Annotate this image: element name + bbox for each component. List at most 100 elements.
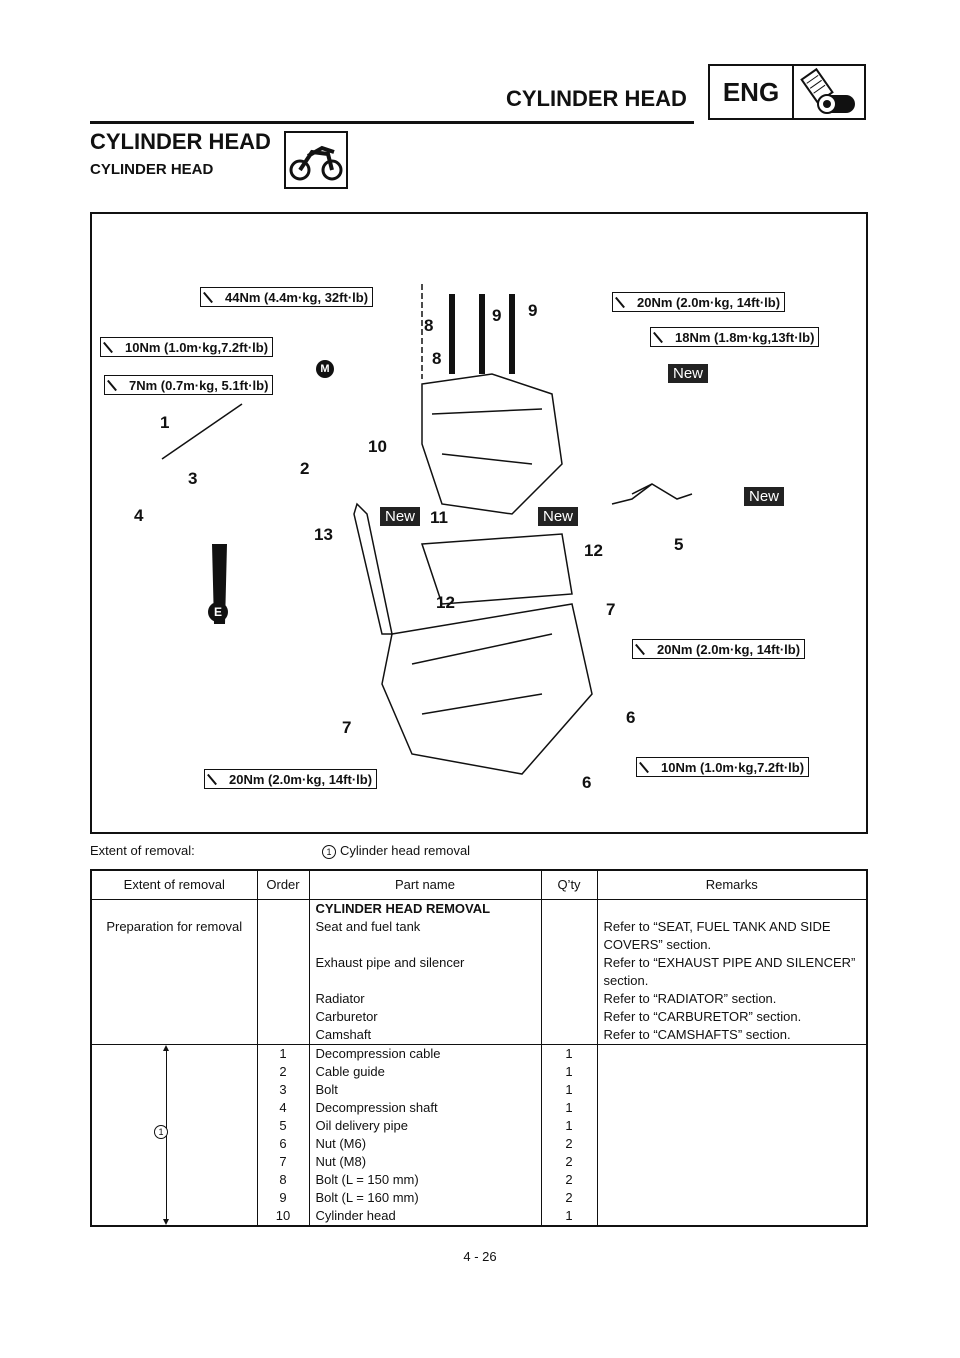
part-cell: Nut (M6): [308, 1135, 542, 1153]
callout: 7: [342, 718, 352, 737]
callout: 10: [368, 437, 387, 456]
section-label: ENG: [710, 66, 794, 118]
qty-cell: 1: [540, 1099, 598, 1117]
page-number: 4 - 26: [463, 1249, 497, 1264]
order-cell: 3: [256, 1081, 310, 1099]
order-cell: 5: [256, 1117, 310, 1135]
header-title: CYLINDER HEAD: [506, 86, 687, 111]
motorcycle-icon: [284, 131, 348, 189]
table-row: CYLINDER HEAD REMOVAL: [90, 899, 868, 918]
exploded-diagram: 44Nm (4.4m·kg, 32ft·lb) 10Nm (1.0m·kg,7.…: [90, 212, 868, 834]
order-cell: 2: [256, 1063, 310, 1081]
circled-marker: 1: [322, 844, 336, 859]
table-header: Extent of removal Order Part name Q’ty R…: [90, 870, 868, 900]
qty-cell: 2: [540, 1135, 598, 1153]
table-row: Carburetor Refer to “CARBURETOR” section.: [90, 1008, 868, 1026]
part-cell: Seat and fuel tank: [308, 918, 542, 954]
qty-cell: 1: [540, 1081, 598, 1099]
new-part-badge: New: [744, 487, 785, 506]
callout: 2: [300, 459, 310, 478]
removal-table: Extent of removal Order Part name Q’ty R…: [90, 869, 868, 1227]
qty-cell: 2: [540, 1153, 598, 1171]
part-cell: Decompression cable: [308, 1044, 542, 1063]
part-cell: Radiator: [308, 990, 542, 1008]
callout: 6: [582, 773, 592, 792]
section-heading: CYLINDER HEAD REMOVAL: [308, 899, 542, 918]
part-cell: Bolt (L = 160 mm): [308, 1189, 542, 1207]
page-subtitle: CYLINDER HEAD: [90, 161, 214, 178]
order-cell: 10: [256, 1207, 310, 1226]
torque-spec: 44Nm (4.4m·kg, 32ft·lb): [200, 287, 374, 307]
remarks-cell: Refer to “SEAT, FUEL TANK AND SIDE COVER…: [596, 918, 868, 954]
col-qty: Q’ty: [540, 870, 598, 900]
callout: 12: [436, 593, 455, 612]
callout: 9: [528, 301, 538, 320]
new-part-badge: New: [668, 364, 709, 383]
part-cell: Cable guide: [308, 1063, 542, 1081]
part-cell: Decompression shaft: [308, 1099, 542, 1117]
torque-spec: 10Nm (1.0m·kg,7.2ft·lb): [100, 337, 274, 357]
new-part-badge: New: [538, 507, 579, 526]
engine-icon: [794, 66, 864, 118]
new-part-badge: New: [380, 507, 421, 526]
circled-marker: 1: [154, 1125, 168, 1139]
callout: 3: [188, 469, 198, 488]
section-badge: ENG: [708, 64, 866, 120]
col-order: Order: [256, 870, 310, 900]
part-cell: Carburetor: [308, 1008, 542, 1026]
order-cell: 4: [256, 1099, 310, 1117]
callout: 8: [432, 349, 442, 368]
callout: 4: [134, 506, 144, 525]
callout: 13: [314, 525, 333, 544]
callout: 9: [492, 306, 502, 325]
callout: 12: [584, 541, 603, 560]
callout: 1: [160, 413, 170, 432]
part-cell: Oil delivery pipe: [308, 1117, 542, 1135]
part-cell: Camshaft: [308, 1026, 542, 1045]
order-cell: 6: [256, 1135, 310, 1153]
col-part: Part name: [308, 870, 542, 900]
remarks-cell: Refer to “CAMSHAFTS” section.: [596, 1026, 868, 1045]
extent-cell: Preparation for removal: [90, 918, 258, 954]
part-cell: Bolt (L = 150 mm): [308, 1171, 542, 1189]
torque-spec: 20Nm (2.0m·kg, 14ft·lb): [632, 639, 806, 659]
table-row: Preparation for removal Seat and fuel tan…: [90, 918, 868, 954]
callout: 8: [424, 316, 434, 335]
qty-cell: 1: [540, 1207, 598, 1226]
callout: 5: [674, 535, 684, 554]
order-cell: 7: [256, 1153, 310, 1171]
remarks-cell: Refer to “CARBURETOR” section.: [596, 1008, 868, 1026]
order-cell: 1: [256, 1044, 310, 1063]
qty-cell: 2: [540, 1171, 598, 1189]
torque-spec: 7Nm (0.7m·kg, 5.1ft·lb): [104, 375, 274, 395]
torque-spec: 18Nm (1.8m·kg,13ft·lb): [650, 327, 820, 347]
callout: 7: [606, 600, 616, 619]
extent-range-cell: 1: [90, 1044, 258, 1226]
table-row: Camshaft Refer to “CAMSHAFTS” section.: [90, 1026, 868, 1045]
callout: 11: [430, 508, 448, 527]
qty-cell: 2: [540, 1189, 598, 1207]
engine-oil-icon: E: [208, 602, 228, 622]
qty-cell: 1: [540, 1044, 598, 1063]
qty-cell: 1: [540, 1117, 598, 1135]
table-row: Radiator Refer to “RADIATOR” section.: [90, 990, 868, 1008]
part-cell: Cylinder head: [308, 1207, 542, 1226]
header-rule: [90, 121, 694, 124]
torque-spec: 20Nm (2.0m·kg, 14ft·lb): [204, 769, 378, 789]
col-remarks: Remarks: [596, 870, 868, 900]
remarks-cell: Refer to “RADIATOR” section.: [596, 990, 868, 1008]
qty-cell: 1: [540, 1063, 598, 1081]
extent-label: Extent of removal:: [90, 843, 195, 858]
